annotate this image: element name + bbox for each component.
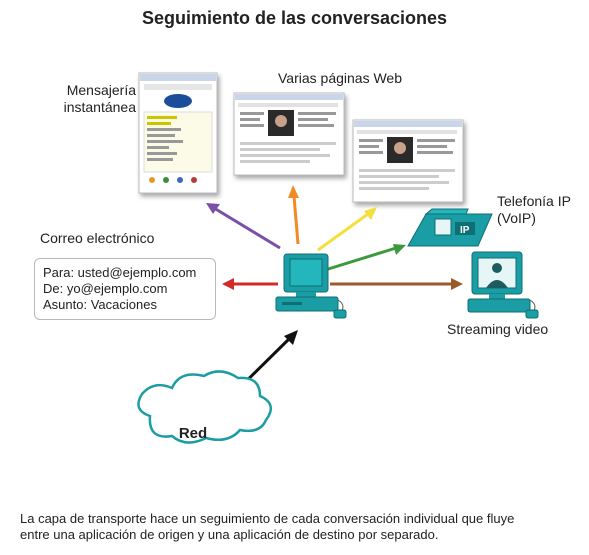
arrowhead-instant-messaging: [206, 203, 220, 214]
arrowhead-network: [284, 330, 298, 345]
arrowhead-email: [222, 278, 234, 290]
arrowhead-streaming: [451, 278, 463, 290]
instant-messaging-label-line2: instantánea: [63, 99, 136, 115]
streaming-video-computer: [467, 251, 539, 319]
central-computer: [275, 253, 347, 319]
instant-messaging-label: Mensajería instantánea: [56, 82, 136, 116]
arrows: [206, 185, 463, 407]
arrowhead-ip-telephony: [393, 244, 406, 255]
streaming-label: Streaming video: [447, 321, 549, 337]
ip-phone-badge: IP: [460, 225, 470, 236]
instant-messaging-window: [138, 72, 218, 194]
email-label: Correo electrónico: [40, 230, 155, 246]
web-page-window-1: [233, 92, 345, 176]
arrowhead-web-page-1: [288, 185, 299, 198]
diagram-title: Seguimiento de las conversaciones: [141, 8, 448, 28]
arrow-to-web-page-1: [292, 195, 300, 245]
network-cloud: [137, 370, 273, 444]
email-to: Para: usted@ejemplo.com: [43, 265, 197, 280]
ip-telephony-label-line2: (VoIP): [497, 210, 536, 226]
web-page-window-2: [352, 119, 464, 203]
arrow-to-ip-telephony: [324, 246, 397, 272]
arrow-to-instant-messaging: [213, 206, 281, 250]
email-message-box: Para: usted@ejemplo.com De: yo@ejemplo.c…: [34, 258, 216, 320]
caption-line-1: La capa de transporte hace un seguimient…: [20, 511, 515, 526]
ip-telephony-label-line1: Telefonía IP: [497, 193, 571, 209]
ip-telephony-label: Telefonía IP (VoIP): [497, 193, 571, 227]
web-pages-label: Varias páginas Web: [278, 70, 402, 86]
network-label: Red: [179, 425, 207, 442]
arrowhead-web-page-2: [364, 207, 377, 220]
arrow-to-web-page-2: [317, 212, 369, 252]
caption-line-2: entre una aplicación de origen y una apl…: [20, 527, 439, 542]
email-subject: Asunto: Vacaciones: [43, 297, 157, 312]
instant-messaging-label-line1: Mensajería: [66, 82, 136, 98]
email-from: De: yo@ejemplo.com: [43, 281, 168, 296]
ip-phone-icon: [407, 208, 493, 247]
caption: La capa de transporte hace un seguimient…: [20, 511, 580, 543]
